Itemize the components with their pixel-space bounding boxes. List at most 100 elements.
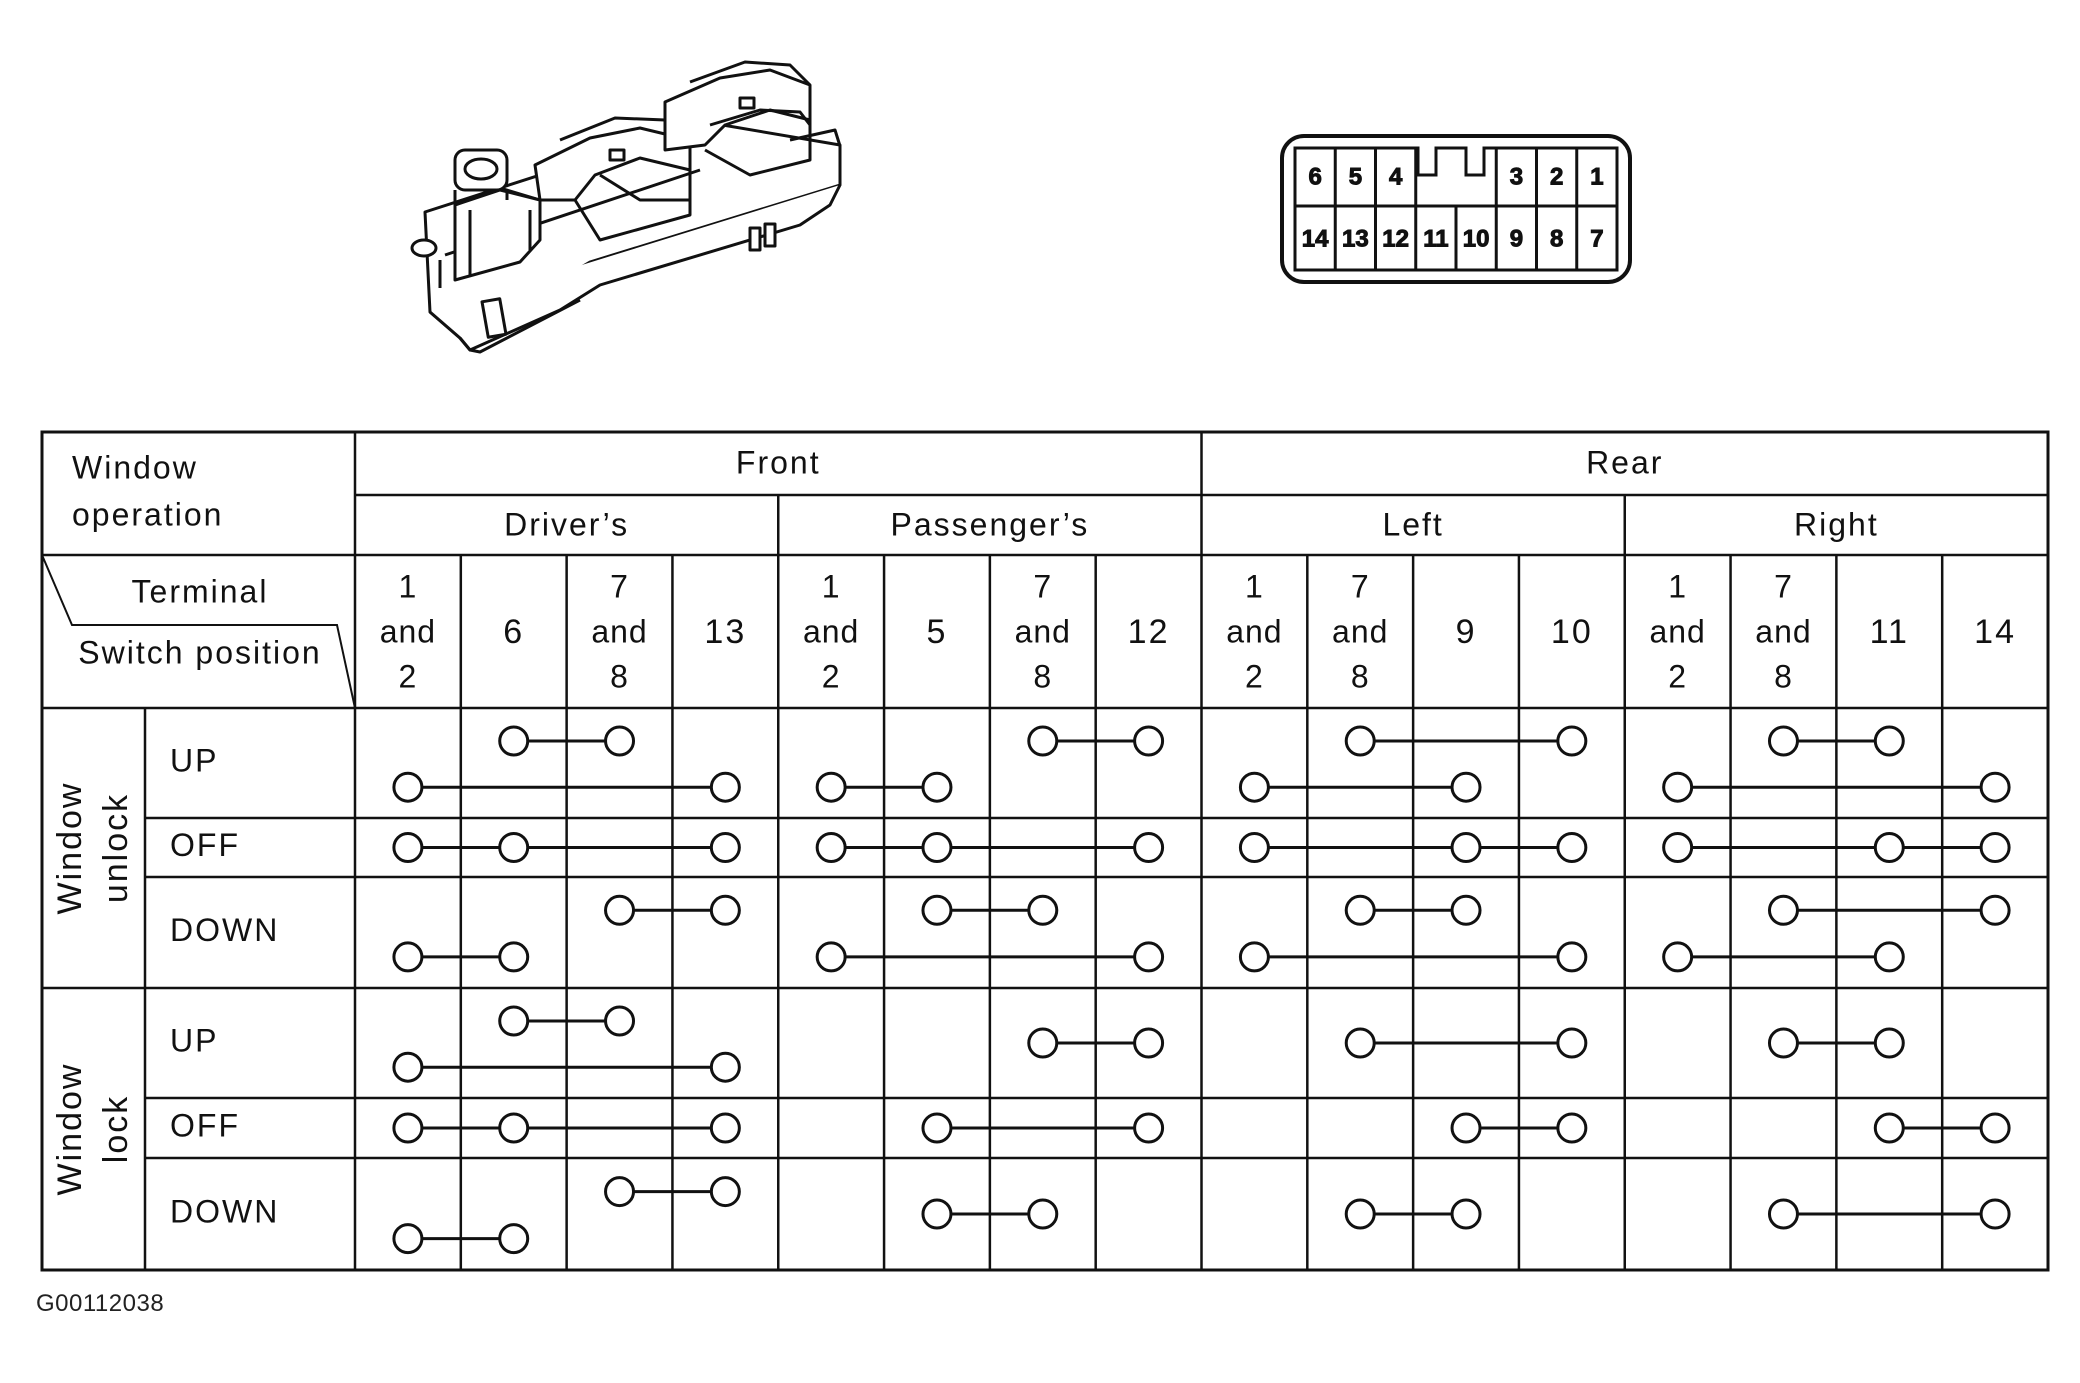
- switch-position-up: UP: [170, 1022, 218, 1058]
- connector-pin-number: 8: [1550, 225, 1563, 252]
- terminal-number: 14: [1974, 613, 2016, 651]
- terminal-circle: [604, 1176, 636, 1208]
- terminal-circle: [709, 1112, 741, 1144]
- terminal-number: 1: [1245, 568, 1264, 604]
- window-operation-label: operation: [72, 496, 223, 532]
- terminal-circle: [1133, 941, 1165, 973]
- terminal-circle: [392, 941, 424, 973]
- terminal-circle: [1238, 832, 1270, 863]
- connector-pin-number: 4: [1389, 163, 1403, 190]
- connector-pin-number: 13: [1342, 225, 1369, 252]
- terminal-circle: [1979, 1198, 2011, 1230]
- switch-position-off: OFF: [170, 827, 240, 863]
- subgroup-label: Driver’s: [504, 506, 629, 542]
- connector-pin-number: 9: [1510, 225, 1523, 252]
- connector-pin-number: 10: [1463, 225, 1490, 252]
- group-label-front: Front: [736, 444, 821, 480]
- terminal-circle: [1662, 941, 1694, 973]
- terminal-number: 7: [1774, 568, 1793, 604]
- terminal-circle: [392, 1051, 424, 1083]
- terminal-circle: [1027, 725, 1059, 757]
- terminal-circle: [1238, 771, 1270, 803]
- terminal-number: 2: [1668, 658, 1687, 694]
- terminal-number: 12: [1128, 613, 1170, 651]
- continuity-marks: [392, 725, 2011, 1255]
- terminal-number: 5: [927, 613, 948, 651]
- terminal-circle: [1238, 941, 1270, 973]
- terminal-circle: [498, 941, 530, 973]
- terminal-label: Terminal: [132, 573, 269, 609]
- terminal-number: 8: [1351, 658, 1370, 694]
- terminal-circle: [392, 832, 424, 863]
- terminal-number: 6: [503, 613, 524, 651]
- terminal-circle: [921, 771, 953, 803]
- terminal-circle: [1133, 1027, 1165, 1059]
- terminal-circle: [921, 894, 953, 926]
- terminal-number: 1: [399, 568, 418, 604]
- terminal-number: 2: [1245, 658, 1264, 694]
- terminal-number: and: [803, 613, 859, 649]
- terminal-circle: [1979, 1112, 2011, 1144]
- switch-position-up: UP: [170, 742, 218, 778]
- mode-label: Window: [51, 1063, 89, 1196]
- terminal-circle: [815, 832, 847, 863]
- terminal-number: 7: [1033, 568, 1052, 604]
- terminal-number: 8: [610, 658, 629, 694]
- terminal-circle: [604, 1005, 636, 1037]
- terminal-number: 8: [1033, 658, 1052, 694]
- terminal-circle: [392, 1223, 424, 1255]
- connector-cavity: [1293, 146, 1619, 272]
- terminal-circle: [709, 894, 741, 926]
- terminal-circle: [1662, 771, 1694, 803]
- terminal-circle: [1662, 832, 1694, 863]
- table-border: [40, 430, 2050, 1272]
- terminal-number: and: [591, 613, 647, 649]
- terminal-circle: [392, 771, 424, 803]
- connector-pin-number: 12: [1382, 225, 1409, 252]
- terminal-circle: [498, 1005, 530, 1037]
- terminal-circle: [604, 894, 636, 926]
- switch-position-down: DOWN: [170, 1193, 279, 1229]
- terminal-number: 2: [822, 658, 841, 694]
- terminal-number: 7: [1351, 568, 1370, 604]
- connector-pin-number: 1: [1590, 163, 1603, 190]
- terminal-circle: [1133, 1112, 1165, 1144]
- connector-pin-number: 3: [1510, 163, 1523, 190]
- window-operation-label: Window: [72, 449, 198, 485]
- terminal-number: and: [1755, 613, 1811, 649]
- terminal-circle: [1027, 894, 1059, 926]
- mode-label: unlock: [97, 793, 135, 903]
- connector-housing: [1280, 134, 1632, 284]
- terminal-circle: [1873, 1112, 1905, 1144]
- terminal-circle: [1450, 832, 1482, 863]
- terminal-circle: [1979, 894, 2011, 926]
- terminal-circle: [392, 1112, 424, 1144]
- switch-position-label: Switch position: [78, 634, 321, 670]
- terminal-circle: [1556, 1027, 1588, 1059]
- terminal-number: and: [1226, 613, 1282, 649]
- subgroup-label: Right: [1794, 506, 1879, 542]
- terminal-circle: [709, 771, 741, 803]
- terminal-circle: [921, 832, 953, 863]
- terminal-circle: [1767, 1027, 1799, 1059]
- terminal-circle: [1556, 1112, 1588, 1144]
- connector-pin-number: 2: [1550, 163, 1563, 190]
- terminal-number: and: [1649, 613, 1705, 649]
- terminal-circle: [1873, 725, 1905, 757]
- terminal-circle: [604, 725, 636, 757]
- terminal-circle: [815, 771, 847, 803]
- terminal-circle: [1873, 1027, 1905, 1059]
- terminal-circle: [1767, 725, 1799, 757]
- connector-pin-number: 5: [1349, 163, 1362, 190]
- terminal-number: 2: [399, 658, 418, 694]
- terminal-circle: [1873, 941, 1905, 973]
- terminal-circle: [709, 832, 741, 863]
- switch-position-down: DOWN: [170, 912, 279, 948]
- continuity-table-grid: [40, 430, 2050, 1272]
- terminal-number: and: [1015, 613, 1071, 649]
- connector-pin-number: 11: [1423, 225, 1448, 252]
- terminal-circle: [498, 1112, 530, 1144]
